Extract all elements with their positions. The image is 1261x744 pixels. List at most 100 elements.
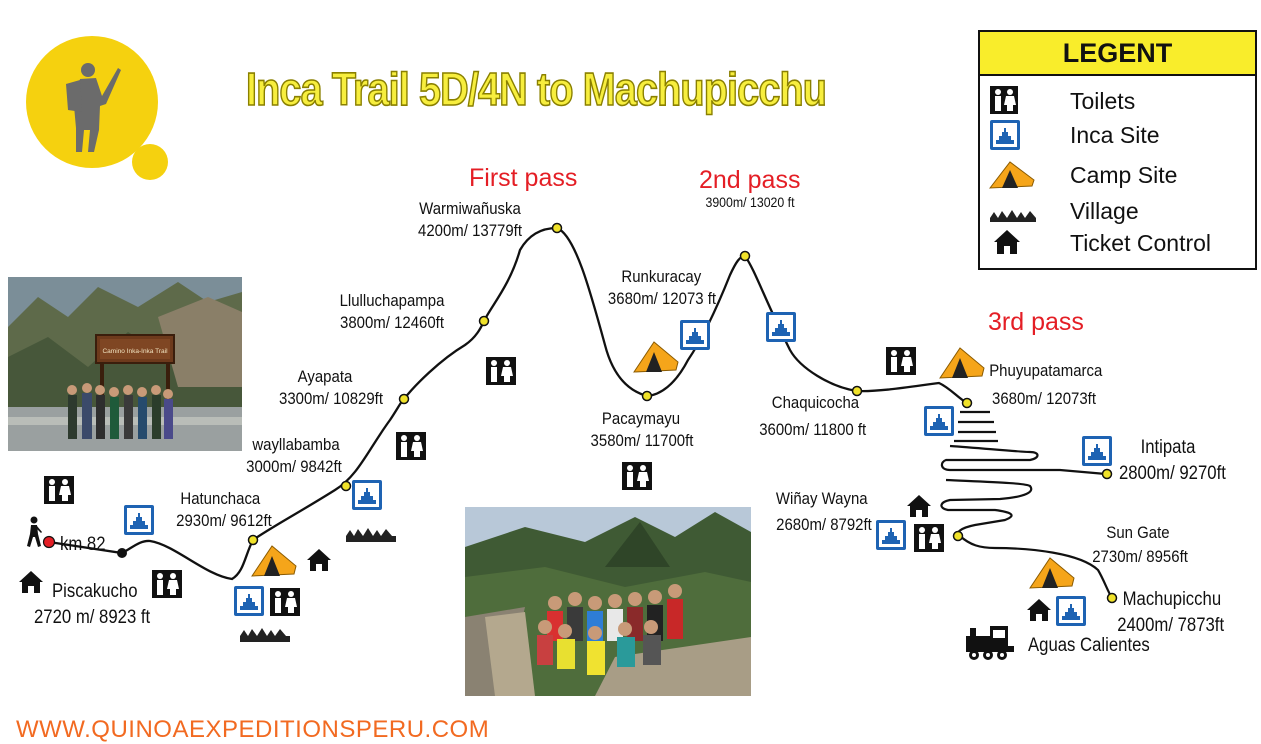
toilets-icon (270, 588, 300, 616)
train-icon (966, 626, 1014, 660)
hiker-icon (27, 516, 42, 547)
inca-site-icon (924, 406, 954, 436)
inca-site-icon (124, 505, 154, 535)
inca-site-icon (766, 312, 796, 342)
winay-wayna-altitude: 2680m/ 8792ft (776, 515, 872, 534)
winay-wayna-name: Wiñay Wayna (775, 489, 868, 508)
legend-item-toilets: Toilets (980, 86, 1255, 116)
warmiwanuska-altitude: 4200m/ 13779ft (418, 221, 522, 240)
aguas-calientes-label: Aguas Calientes (1028, 635, 1150, 656)
toilets-icon (486, 357, 516, 385)
intipata-name: Intipata (1140, 437, 1196, 458)
toilets-icon (396, 432, 426, 460)
camp-site-icon (988, 161, 1035, 189)
legend-item-camp-site: Camp Site (980, 160, 1255, 190)
trail-descent-stairs (954, 410, 998, 443)
machupicchu-altitude: 2400m/ 7873ft (1117, 615, 1225, 636)
warmiwanuska-name: Warmiwañuska (419, 199, 521, 218)
camp-site-icon (939, 347, 985, 379)
ayapata-name: Ayapata (297, 367, 353, 386)
inca-site-icon (352, 480, 382, 510)
trailhead-group-photo: Camino Inka-Inka Trail (8, 277, 242, 451)
sign-text: Camino Inka-Inka Trail (102, 348, 168, 355)
second-pass-altitude: 3900m/ 13020 ft (705, 194, 795, 210)
village-icon (990, 210, 1036, 222)
hatunchaca-label: Hatunchaca (180, 488, 261, 509)
marker-phuyupatamarca (961, 397, 973, 409)
trail-line-final (959, 535, 1113, 599)
camp-site-icon (633, 341, 679, 373)
camp-site-icon (1029, 557, 1075, 589)
inca-site-icon (234, 586, 264, 616)
inca-site-icon (990, 120, 1020, 150)
sun-gate-name: Sun Gate (1106, 523, 1170, 542)
chaquicocha-altitude: 3600m/ 11800 ft (759, 420, 867, 439)
hatunchaca-name: Hatunchaca (180, 489, 261, 508)
legend-label-inca-site: Inca Site (1070, 122, 1160, 148)
village-icon (346, 528, 396, 542)
pacaymayu-altitude: 3580m/ 11700ft (590, 431, 694, 450)
toilets-icon (622, 462, 652, 490)
website-url[interactable]: WWW.QUINOAEXPEDITIONSPERU.COM (16, 716, 490, 743)
legend-box: LEGENT Toilets Inca Site Camp Site Villa… (978, 30, 1257, 270)
legend-heading: LEGENT (980, 32, 1255, 76)
second-pass-label: 2nd pass (699, 166, 801, 194)
camp-site-icon (251, 545, 297, 577)
runkuracay-name: Runkuracay (621, 267, 702, 286)
sun-gate-altitude: 2730m/ 8956ft (1092, 547, 1188, 566)
ticket-control-icon (19, 571, 43, 593)
machupicchu-group-photo (465, 507, 751, 696)
toilets-icon (152, 570, 182, 598)
inca-site-icon (680, 320, 710, 350)
intipata-altitude: 2800m/ 9270ft (1118, 463, 1226, 484)
marker-hatunchaca (117, 548, 127, 558)
legend-item-ticket-control: Ticket Control (980, 228, 1255, 258)
page-title: Inca Trail 5D/4N to Machupicchu (245, 62, 827, 116)
pacaymayu-name: Pacaymayu (601, 409, 681, 428)
marker-chaquicocha (851, 385, 863, 397)
km82-label: km 82 (60, 534, 106, 555)
first-pass-label: First pass (469, 164, 578, 192)
inca-site-icon (1082, 436, 1112, 466)
legend-label-toilets: Toilets (1070, 88, 1136, 114)
ticket-control-icon (994, 230, 1020, 254)
phuyupatamarca-name: Phuyupatamarca (989, 361, 1103, 380)
marker-wayllabamba (247, 534, 259, 546)
toilets-icon (914, 524, 944, 552)
ticket-control-icon (307, 549, 331, 571)
toilets-icon (990, 86, 1018, 114)
runkuracay-altitude: 3680m/ 12073 ft (607, 289, 717, 308)
marker-ayapata (398, 393, 410, 405)
ticket-control-icon (1027, 599, 1051, 621)
marker-warmiwanuska (551, 222, 563, 234)
trail-descent-zigzag (940, 444, 1107, 537)
hatunchaca-altitude: 2930m/ 9612ft (176, 511, 272, 530)
marker-ayapata-low (340, 480, 352, 492)
legend-item-inca-site: Inca Site (980, 120, 1255, 150)
ayapata-altitude: 3300m/ 10829ft (279, 389, 383, 408)
marker-second-pass (739, 250, 751, 262)
legend-label-camp-site: Camp Site (1070, 162, 1178, 188)
third-pass-label: 3rd pass (988, 308, 1084, 336)
marker-intipata (1101, 468, 1113, 480)
wayllabamba-name: wayllabamba (252, 435, 340, 454)
chaquicocha-name: Chaquicocha (771, 393, 860, 412)
marker-machupicchu (1106, 592, 1118, 604)
hiker-logo (26, 36, 168, 180)
piscakucho-name: Piscakucho (52, 581, 138, 602)
start-marker (42, 535, 56, 549)
legend-item-village: Village (980, 196, 1255, 226)
ticket-control-icon (907, 495, 931, 517)
toilets-icon (44, 476, 74, 504)
llulluchapampa-name: Llulluchapampa (339, 291, 445, 310)
llulluchapampa-altitude: 3800m/ 12460ft (340, 313, 444, 332)
marker-pacaymayu (641, 390, 653, 402)
legend-label-village: Village (1070, 198, 1139, 224)
legend-label-ticket-control: Ticket Control (1070, 230, 1212, 256)
marker-llulluchapampa (478, 315, 490, 327)
phuyupatamarca-altitude: 3680m/ 12073ft (992, 389, 1096, 408)
inca-site-icon (1056, 596, 1086, 626)
machupicchu-name: Machupicchu (1122, 589, 1222, 610)
piscakucho-altitude: 2720 m/ 8923 ft (34, 607, 151, 628)
village-icon (240, 628, 290, 642)
